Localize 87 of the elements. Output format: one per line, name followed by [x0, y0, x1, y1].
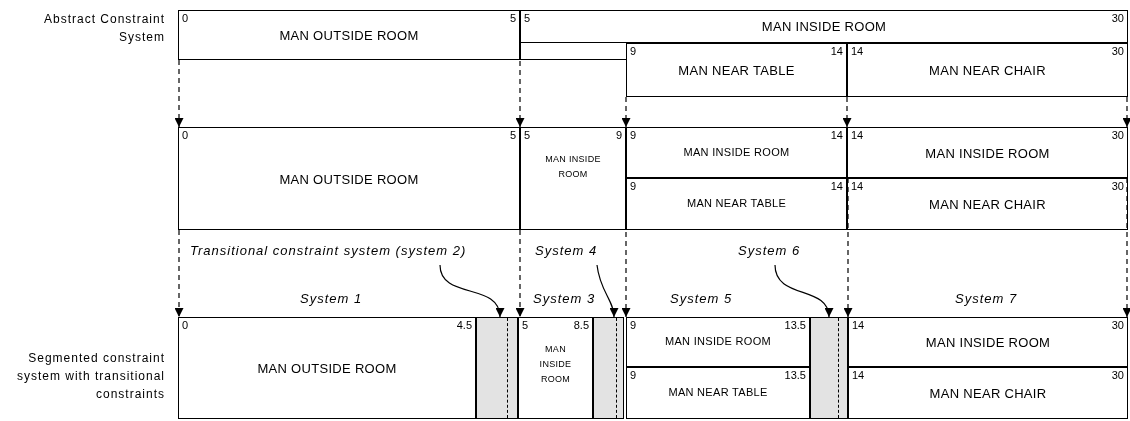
range-start: 5: [524, 129, 531, 141]
segment-box: [626, 367, 810, 419]
system-label: System 7: [955, 291, 1018, 306]
segment-box: [848, 317, 1128, 367]
segment-label: MAN INSIDE ROOM: [924, 146, 1051, 161]
range-start: 9: [630, 369, 637, 381]
segment-box: [178, 317, 476, 419]
arrow: [1122, 177, 1130, 318]
transition-band: [593, 317, 624, 419]
arrow: [842, 96, 852, 128]
system-label: System 3: [533, 291, 596, 306]
segment-label: MAN OUTSIDE ROOM: [278, 28, 420, 43]
arrow: [1122, 96, 1130, 128]
range-end: 14: [830, 180, 843, 192]
system-label: System 5: [670, 291, 733, 306]
segment-label: MAN NEAR TABLE: [667, 386, 769, 398]
segment-label: MAN NEAR TABLE: [685, 197, 788, 209]
range-start: 9: [630, 319, 637, 331]
system-caption: System 6: [738, 243, 801, 258]
range-end: 5: [509, 12, 516, 24]
segment-box: [520, 10, 1128, 43]
range-end: 30: [1111, 369, 1124, 381]
range-end: 5: [509, 129, 516, 141]
system-label: System 1: [300, 291, 363, 306]
range-end: 30: [1111, 319, 1124, 331]
segment-label: MAN NEAR CHAIR: [928, 386, 1048, 401]
range-end: 4.5: [456, 319, 472, 331]
side-label: Segmented constraint system with transitional constraints: [15, 350, 165, 403]
transition-band: [476, 317, 518, 419]
range-end: 13.5: [784, 319, 806, 331]
arrow: [843, 177, 853, 318]
range-end: 30: [1111, 12, 1124, 24]
range-end: 30: [1111, 180, 1124, 192]
range-start: 9: [630, 129, 637, 141]
segment-box: [178, 127, 520, 230]
segment-label: MAN INSIDE ROOM: [664, 335, 772, 347]
segment-box: [626, 43, 847, 97]
range-end: 30: [1111, 129, 1124, 141]
segment-label: MAN OUTSIDE ROOM: [256, 361, 398, 376]
segment-box: [178, 10, 520, 60]
segment-label: MAN NEAR TABLE: [677, 63, 796, 78]
arrow: [174, 59, 184, 128]
segment-label: MAN INSIDE ROOM: [924, 335, 1052, 350]
segment-label: MAN INSIDE ROOM: [538, 343, 573, 386]
range-start: 14: [852, 369, 865, 381]
segment-box: [626, 127, 847, 178]
range-start: 0: [182, 129, 189, 141]
arrow: [174, 229, 184, 318]
range-start: 0: [182, 12, 189, 24]
segment-label: MAN INSIDE ROOM: [682, 146, 791, 158]
range-end: 30: [1111, 45, 1124, 57]
arrow: [621, 96, 631, 128]
arrow: [439, 264, 504, 318]
range-start: 14: [851, 129, 864, 141]
arrow: [774, 264, 833, 318]
range-end: 14: [830, 45, 843, 57]
range-start: 9: [630, 45, 637, 57]
segment-label: MAN INSIDE ROOM: [544, 153, 602, 181]
range-start: 0: [182, 319, 189, 331]
segment-box: [847, 127, 1128, 178]
range-end: 8.5: [573, 319, 589, 331]
segment-label: MAN OUTSIDE ROOM: [278, 172, 420, 187]
segment-label: MAN INSIDE ROOM: [760, 19, 888, 34]
range-start: 9: [630, 180, 637, 192]
system-caption: System 4: [535, 243, 598, 258]
segment-box: [626, 317, 810, 367]
range-end: 13.5: [784, 369, 806, 381]
range-end: 14: [830, 129, 843, 141]
range-start: 5: [522, 319, 529, 331]
system-caption: Transitional constraint system (system 2): [190, 243, 467, 258]
segment-label: MAN NEAR CHAIR: [928, 63, 1047, 78]
side-label: Abstract Constraint System: [42, 11, 165, 46]
segment-box: [847, 178, 1128, 230]
arrow: [515, 229, 525, 318]
segment-box: [626, 178, 847, 230]
range-start: 14: [851, 45, 864, 57]
segment-label: MAN NEAR CHAIR: [928, 197, 1047, 212]
arrow: [596, 264, 618, 318]
range-start: 14: [852, 319, 865, 331]
segment-box: [520, 127, 626, 230]
segment-box: [847, 43, 1128, 97]
transition-band: [810, 317, 848, 419]
segment-box: [848, 367, 1128, 419]
segment-box: [518, 317, 593, 419]
range-start: 5: [524, 12, 531, 24]
range-end: 9: [615, 129, 622, 141]
range-start: 14: [851, 180, 864, 192]
